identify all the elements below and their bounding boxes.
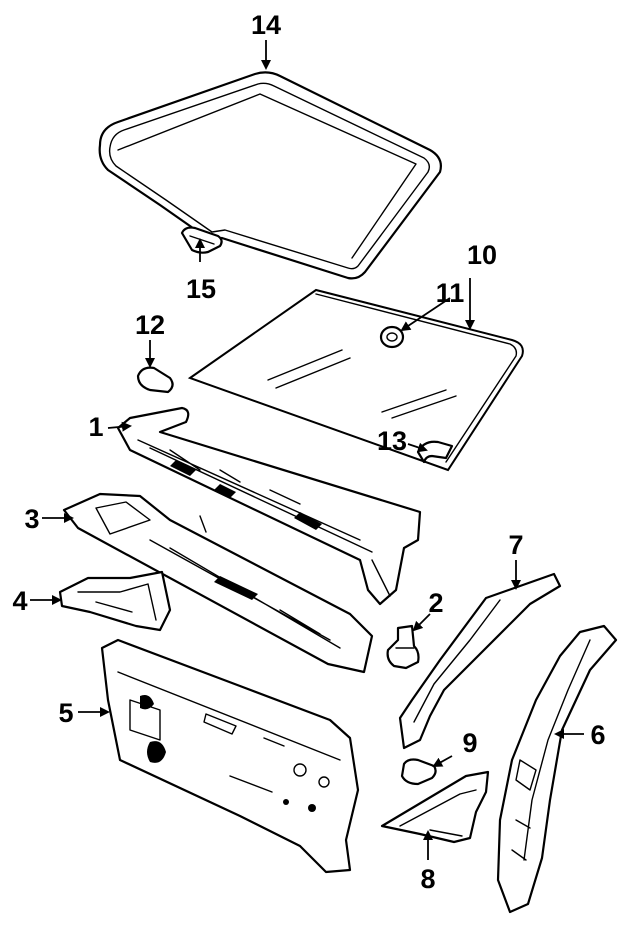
pillar-inner bbox=[496, 624, 618, 914]
callout-15: 15 bbox=[186, 274, 216, 304]
callout-7: 7 bbox=[508, 530, 523, 560]
cowl-top-panel bbox=[116, 406, 422, 606]
gusset bbox=[380, 770, 490, 844]
cowl-side-bracket bbox=[58, 570, 172, 632]
callouts: 14 15 10 11 12 13 1 2 3 4 5 6 7 8 9 bbox=[12, 10, 605, 894]
leader-1 bbox=[107, 421, 132, 432]
front-pillar bbox=[398, 572, 562, 750]
leader-13 bbox=[407, 442, 428, 453]
callout-1: 1 bbox=[88, 412, 103, 442]
leader-9 bbox=[432, 755, 453, 767]
callout-10: 10 bbox=[467, 240, 497, 270]
callout-4: 4 bbox=[12, 586, 27, 616]
windshield-glass bbox=[187, 288, 524, 472]
stopper bbox=[136, 366, 174, 394]
callout-13: 13 bbox=[377, 426, 407, 456]
callout-9: 9 bbox=[462, 728, 477, 758]
callout-14: 14 bbox=[251, 10, 281, 40]
callout-6: 6 bbox=[590, 720, 605, 750]
grommet bbox=[386, 624, 420, 670]
callout-2: 2 bbox=[428, 588, 443, 618]
callout-5: 5 bbox=[58, 698, 73, 728]
windshield-molding bbox=[98, 71, 442, 280]
mirror-button bbox=[379, 325, 405, 349]
leader-11 bbox=[400, 297, 451, 332]
callout-8: 8 bbox=[420, 864, 435, 894]
callout-11: 11 bbox=[436, 278, 465, 308]
cowl-inner-panel bbox=[62, 492, 374, 674]
leader-2 bbox=[412, 613, 431, 632]
callout-3: 3 bbox=[24, 504, 39, 534]
leaders bbox=[30, 40, 584, 860]
seal bbox=[400, 758, 437, 786]
dash-panel bbox=[100, 638, 360, 874]
callout-12: 12 bbox=[135, 310, 165, 340]
